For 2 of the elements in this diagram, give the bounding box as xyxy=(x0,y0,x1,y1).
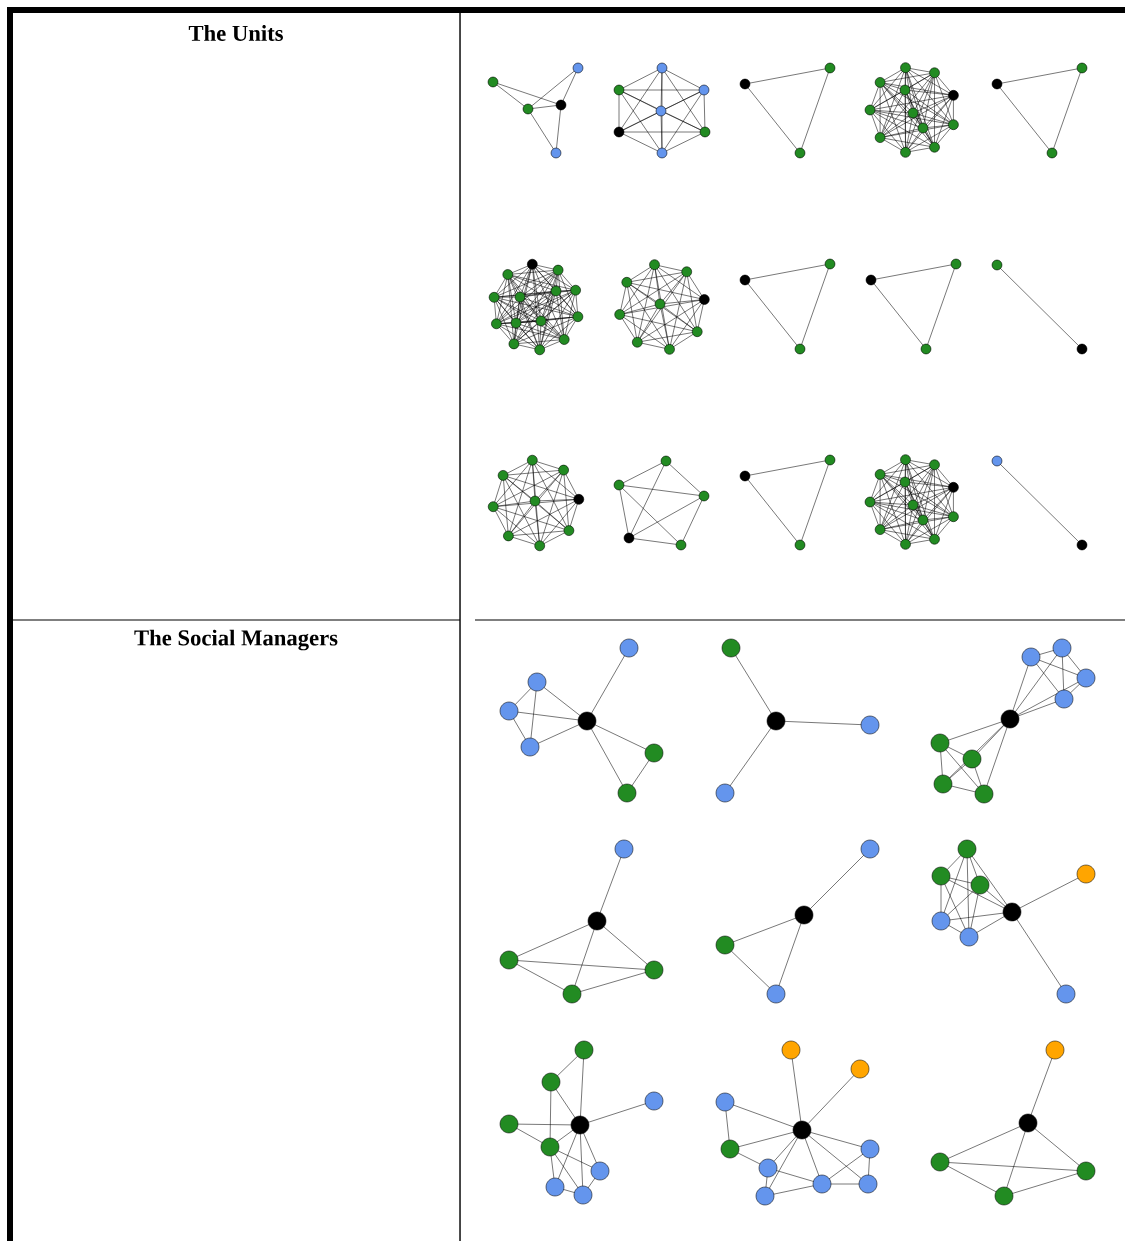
row-heading: The Social Managers xyxy=(134,629,338,651)
row-heading: The Units xyxy=(188,25,283,41)
